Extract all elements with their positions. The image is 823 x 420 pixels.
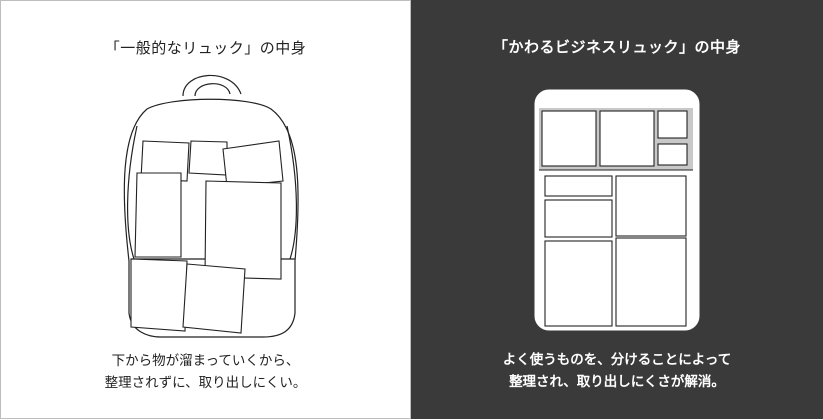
left-caption-line2: 整理されずに、取り出しにくい。 bbox=[104, 375, 307, 391]
left-caption-line1: 下から物が溜まっていくから、 bbox=[111, 353, 300, 369]
right-caption-line2: 整理され、取り出しにくさが解消。 bbox=[509, 374, 725, 390]
right-title: 「かわるビジネスリュック」の中身 bbox=[492, 38, 741, 56]
left-title: 「一般的なリュック」の中身 bbox=[104, 39, 307, 57]
cluttered-backpack-icon bbox=[123, 74, 299, 338]
right-caption: よく使うものを、分けることによって 整理され、取り出しにくさが解消。 bbox=[411, 349, 823, 393]
organized-backpack-icon bbox=[534, 89, 700, 331]
business-backpack-panel: 「かわるビジネスリュック」の中身 bbox=[411, 0, 823, 419]
right-caption-line1: よく使うものを、分けることによって bbox=[502, 352, 732, 368]
standard-backpack-panel: 「一般的なリュック」の中身 bbox=[0, 0, 411, 419]
left-caption: 下から物が溜まっていくから、 整理されずに、取り出しにくい。 bbox=[1, 350, 410, 394]
